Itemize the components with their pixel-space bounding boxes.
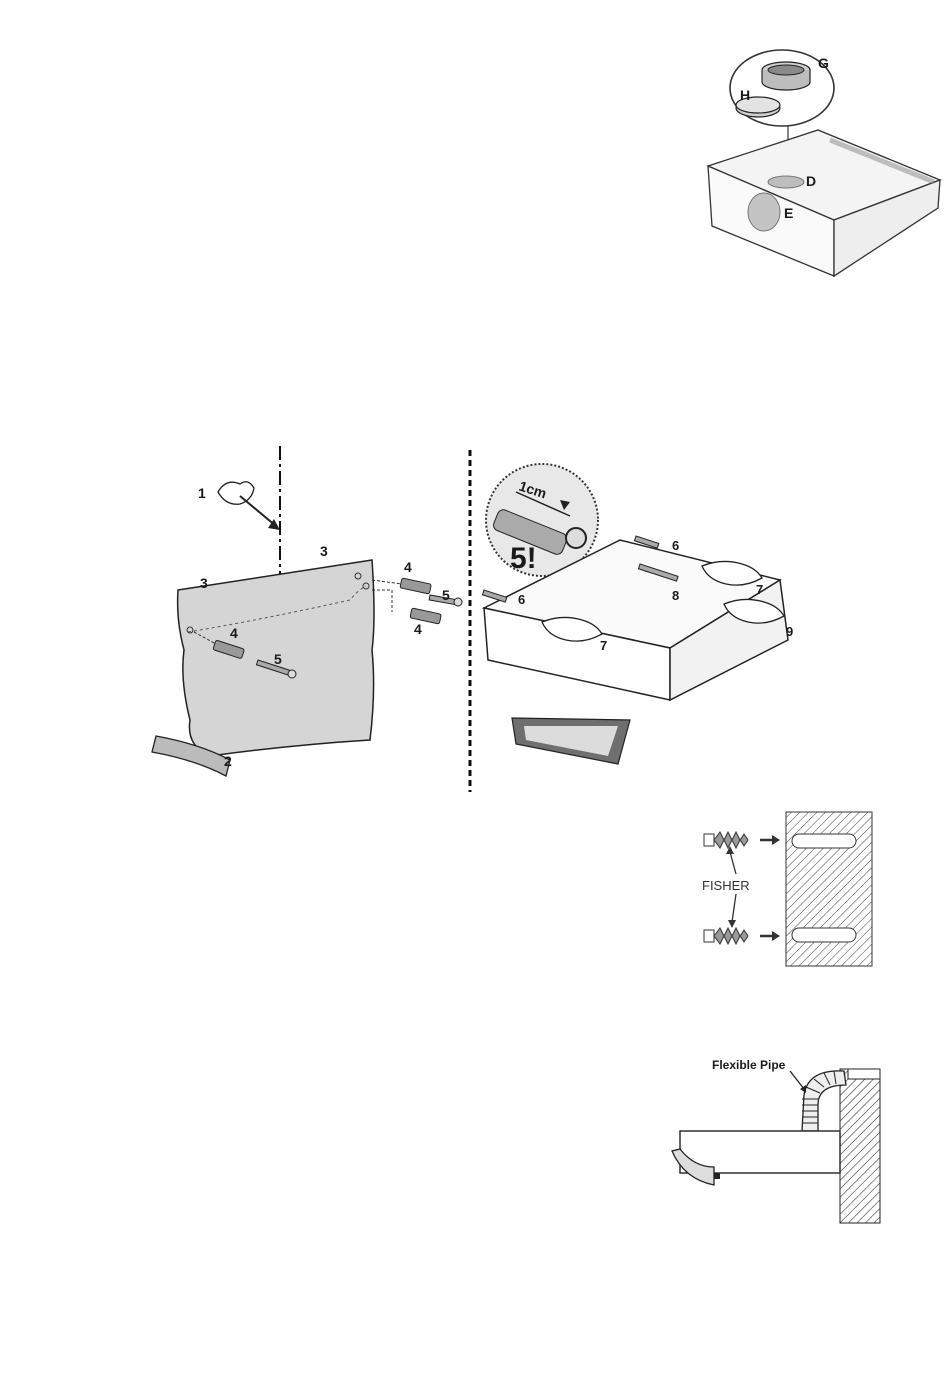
label-1: 1	[198, 485, 206, 501]
fisher-plug-diagram: FISHER	[700, 810, 875, 970]
label-6-left: 6	[518, 592, 525, 607]
drill-hand-icon	[218, 482, 254, 505]
label-e: E	[784, 205, 793, 221]
label-5-left: 5	[274, 651, 282, 667]
label-6-right: 6	[672, 538, 679, 553]
label-3-right: 3	[320, 543, 328, 559]
label-3-left: 3	[200, 575, 208, 591]
label-7-right: 7	[756, 582, 763, 597]
label-g: G	[818, 55, 829, 71]
label-h: H	[740, 87, 750, 103]
flexible-pipe	[802, 1071, 846, 1131]
wall-section	[840, 1069, 880, 1223]
hood-outlet-illustration: G H D E	[700, 48, 945, 278]
hood-outlet-diagram: G H D E	[700, 48, 945, 278]
flexible-pipe-illustration: Flexible Pipe	[668, 1055, 882, 1225]
wall-mounting-illustration: 1 2 3 3 4 4 4 5 5 1cm 5! 6	[140, 440, 830, 800]
label-5-right: 5	[442, 587, 450, 603]
label-4-left: 4	[230, 625, 238, 641]
label-7-left: 7	[600, 638, 607, 653]
label-2: 2	[224, 753, 232, 769]
flexible-pipe-label: Flexible Pipe	[712, 1058, 786, 1072]
label-d: D	[806, 173, 816, 189]
fisher-plug-illustration: FISHER	[700, 810, 875, 970]
label-4-upper: 4	[404, 559, 412, 575]
label-4-lower: 4	[414, 621, 422, 637]
detail-note: 5!	[510, 542, 537, 575]
fisher-label: FISHER	[702, 878, 750, 893]
label-9: 9	[786, 624, 793, 639]
label-8: 8	[672, 588, 679, 603]
wall-mounting-diagram: 1 2 3 3 4 4 4 5 5 1cm 5! 6	[140, 440, 830, 800]
flexible-pipe-diagram: Flexible Pipe	[668, 1055, 882, 1225]
